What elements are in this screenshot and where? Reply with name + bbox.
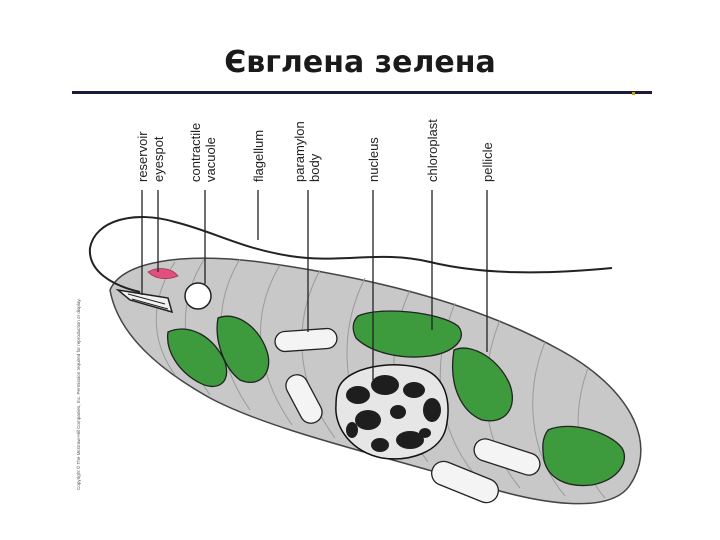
paramylon-body-3	[473, 438, 541, 476]
rule-accent-dot	[632, 92, 635, 95]
chloroplast-2	[216, 315, 270, 383]
label-nucleus: nucleus	[366, 137, 381, 182]
label-eyespot: eyespot	[151, 136, 166, 182]
label-pellicle: pellicle	[480, 142, 495, 182]
paramylon-body-2	[285, 374, 323, 424]
chloroplast-3	[352, 310, 463, 358]
paramylon-body-1	[274, 327, 338, 353]
paramylon-bodies	[274, 327, 541, 504]
label-paramylon: paramylon	[292, 121, 307, 182]
nucleus-chromatin	[346, 375, 441, 452]
chloroplasts	[166, 310, 626, 487]
copyright-notice: Copyright © The McGraw-Hill Companies, I…	[75, 298, 81, 490]
label-flagellum: flagellum	[251, 130, 266, 182]
chloroplast-5	[542, 425, 626, 487]
slide-title: Євглена зелена	[224, 45, 496, 80]
label-contractile: contractile	[188, 123, 203, 182]
contractile-vacuole	[184, 282, 212, 310]
title-underline	[72, 91, 652, 94]
chloroplast-1	[166, 328, 228, 387]
flagellum-strand	[88, 216, 613, 293]
label-chloroplast: chloroplast	[425, 119, 440, 182]
label-vacuole: vacuole	[203, 137, 218, 182]
chloroplast-4	[452, 347, 513, 422]
label-body: body	[307, 153, 322, 182]
diagram-labels: reservoir eyespot contractile vacuole fl…	[135, 119, 495, 182]
paramylon-body-4	[431, 460, 499, 504]
label-reservoir: reservoir	[135, 131, 150, 182]
leader-lines	[141, 190, 488, 380]
